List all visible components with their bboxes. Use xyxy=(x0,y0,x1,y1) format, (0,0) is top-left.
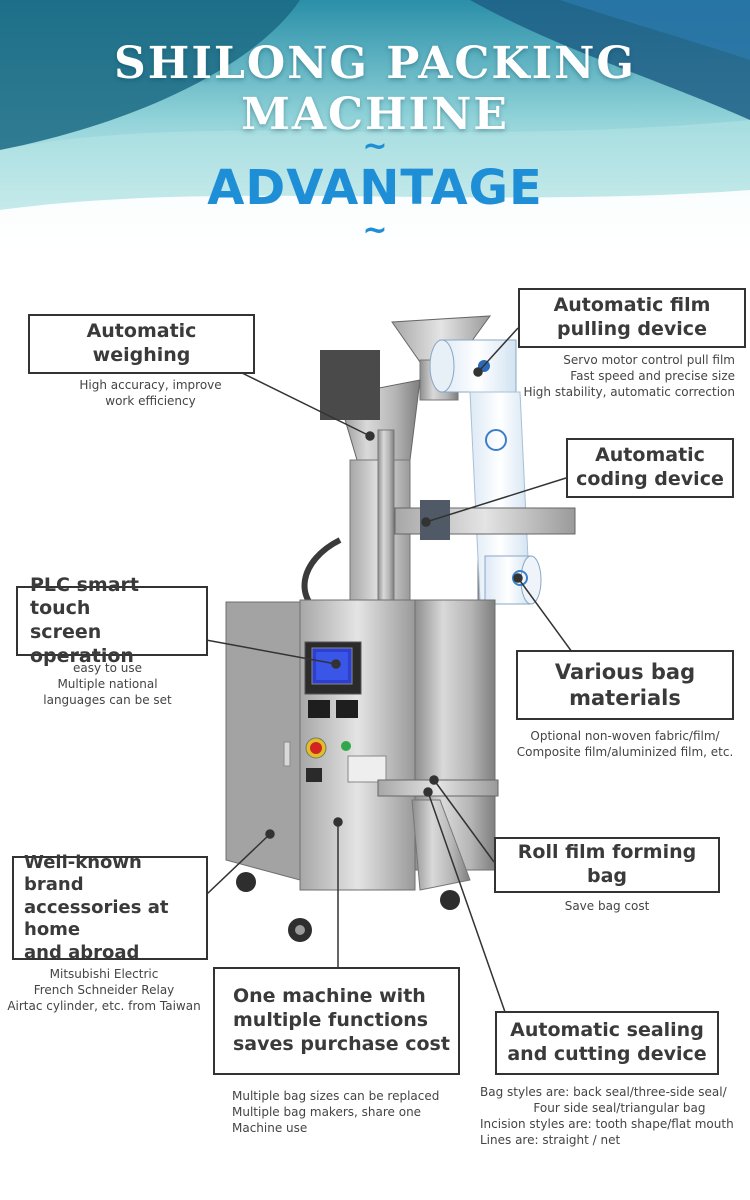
feature-title: Automatic coding device xyxy=(576,444,724,490)
feature-title: Roll film forming bag xyxy=(517,841,697,887)
feature-sealing-cutting: Automatic sealing and cutting device xyxy=(495,1011,719,1075)
feature-description: Servo motor control pull film Fast speed… xyxy=(523,353,735,399)
feature-description: Bag styles are: back seal/three-side sea… xyxy=(480,1085,734,1147)
feature-automatic-coding: Automatic coding device xyxy=(566,438,734,498)
section-title: ADVANTAGE xyxy=(207,160,543,216)
feature-description: Optional non-woven fabric/film/ Composit… xyxy=(516,729,734,759)
feature-description: High accuracy, improve work efficiency xyxy=(79,378,222,408)
tilde-decoration-top: ~ xyxy=(362,129,388,164)
page-title: SHILONG PACKING MACHINE xyxy=(114,38,636,140)
header-banner xyxy=(0,0,750,260)
feature-plc-touch-screen: PLC smart touch screen operation xyxy=(16,574,208,667)
feature-bag-materials: Various bag materials xyxy=(516,650,734,720)
feature-title: PLC smart touch screen operation xyxy=(30,573,139,667)
feature-multiple-functions: One machine with multiple functions save… xyxy=(213,967,460,1075)
feature-title: Various bag materials xyxy=(554,659,696,710)
feature-brand-accessories: Well-known brand accessories at home and… xyxy=(12,852,208,963)
feature-description: Mitsubishi Electric French Schneider Rel… xyxy=(7,967,201,1013)
feature-title: Automatic film pulling device xyxy=(553,294,711,340)
feature-description: easy to use Multiple national languages … xyxy=(43,661,172,707)
feature-roll-film-forming: Roll film forming bag xyxy=(494,837,720,893)
feature-title: Well-known brand accessories at home and… xyxy=(24,851,169,963)
feature-automatic-weighing: Automatic weighing xyxy=(28,314,255,374)
feature-title: Automatic sealing and cutting device xyxy=(507,1019,707,1065)
feature-title: One machine with multiple functions save… xyxy=(233,985,450,1055)
feature-description: Multiple bag sizes can be replaced Multi… xyxy=(232,1089,440,1135)
feature-title: Automatic weighing xyxy=(86,320,197,366)
feature-film-pulling: Automatic film pulling device xyxy=(518,288,746,348)
tilde-decoration-bottom: ~ xyxy=(362,213,388,248)
feature-description: Save bag cost xyxy=(564,899,650,913)
